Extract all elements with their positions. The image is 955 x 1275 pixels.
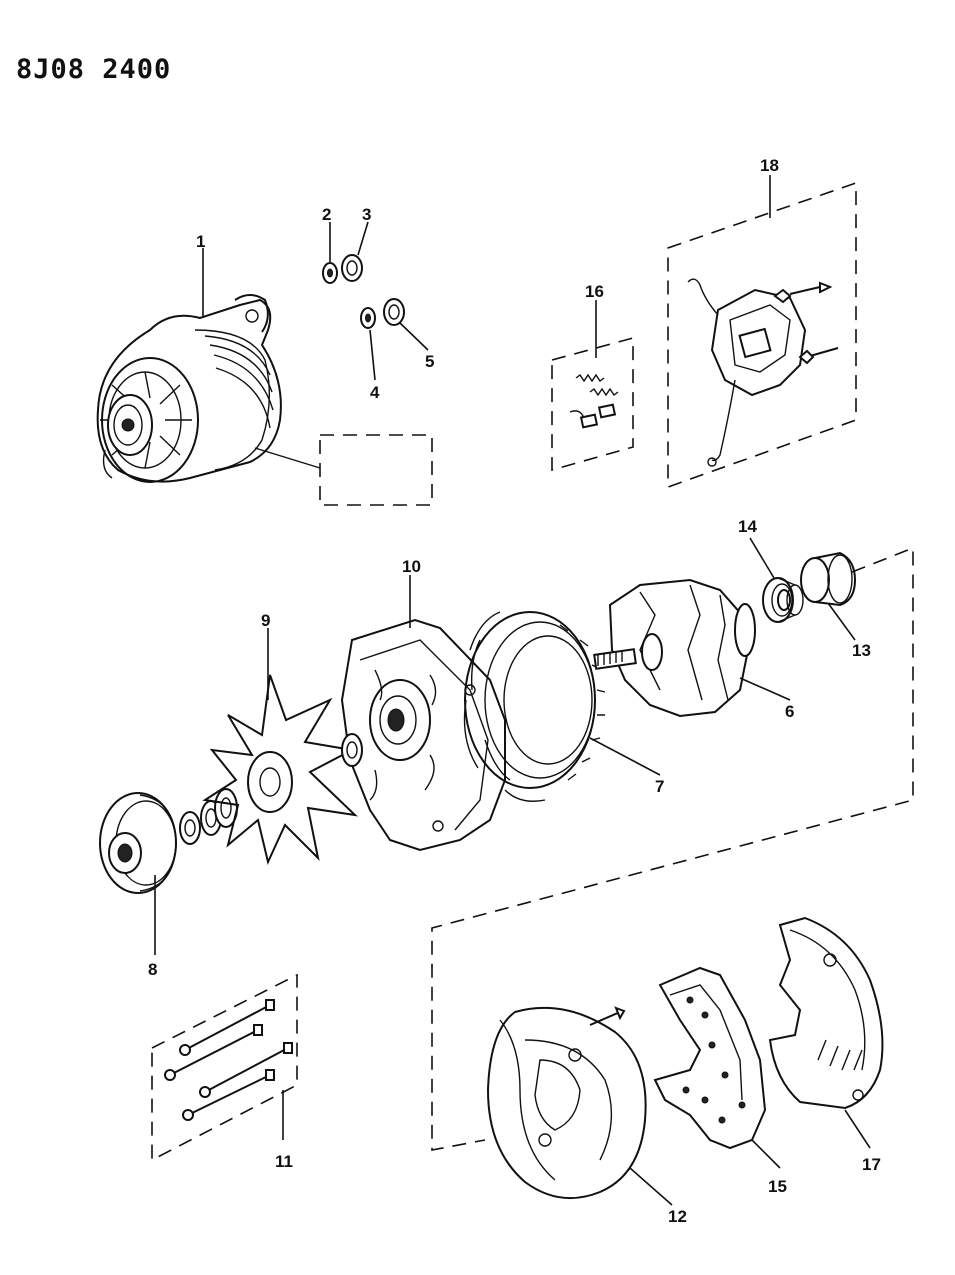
through-bolts[interactable] [164, 999, 293, 1121]
lock-washer-4[interactable] [360, 307, 376, 329]
brush-spring-kit[interactable] [569, 373, 619, 429]
voltage-regulator[interactable] [687, 278, 839, 467]
cooling-fan[interactable] [202, 674, 358, 866]
callout-7: 7 [655, 777, 664, 796]
rear-cover[interactable] [768, 916, 884, 1110]
callout-10: 10 [402, 557, 421, 576]
stator[interactable] [463, 611, 606, 802]
callout-5: 5 [425, 352, 434, 371]
rotor[interactable] [593, 578, 756, 718]
pulley[interactable] [99, 792, 177, 894]
nut-3[interactable] [341, 254, 363, 282]
callout-1: 1 [196, 232, 205, 251]
callout-9: 9 [261, 611, 270, 630]
callout-18: 18 [760, 156, 779, 175]
callout-3: 3 [362, 205, 371, 224]
spacer-washers[interactable] [179, 788, 238, 845]
callout-11: 11 [275, 1152, 293, 1171]
callout-4: 4 [370, 383, 380, 402]
callout-6: 6 [785, 702, 794, 721]
drive-end-housing[interactable] [340, 618, 506, 852]
callout-15: 15 [768, 1177, 787, 1196]
callout-12: 12 [668, 1207, 687, 1226]
callout-13: 13 [852, 641, 871, 660]
bolt-kit-box [151, 973, 298, 1162]
callout-14: 14 [738, 517, 757, 536]
lock-washer-2[interactable] [322, 262, 338, 284]
callout-8: 8 [148, 960, 157, 979]
rectifier-bridge[interactable] [653, 966, 767, 1150]
rectifier-group-outline [431, 546, 914, 1151]
callout-2: 2 [322, 205, 331, 224]
bearing-retainer[interactable] [800, 551, 857, 607]
bearing[interactable] [762, 577, 804, 623]
callout-16: 16 [585, 282, 604, 301]
alternator-assembly[interactable] [96, 294, 282, 483]
slip-ring-end-housing[interactable] [486, 1006, 647, 1200]
figure-code: 8J08 2400 [16, 54, 172, 85]
nut-5[interactable] [383, 298, 405, 326]
decal-placeholder-box [319, 434, 433, 506]
brush-kit-box [551, 336, 634, 472]
callout-17: 17 [862, 1155, 881, 1174]
regulator-box [667, 181, 857, 489]
